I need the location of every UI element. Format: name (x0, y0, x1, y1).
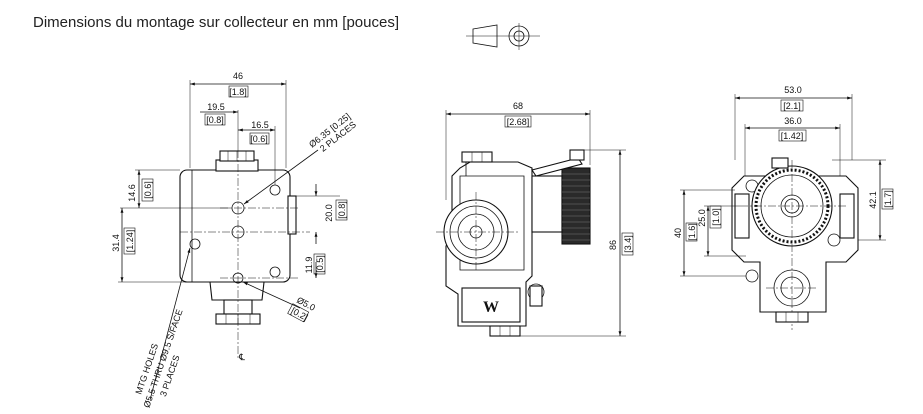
svg-text:[1.0]: [1.0] (711, 208, 721, 226)
svg-text:[1.24]: [1.24] (125, 230, 135, 253)
side-view-body (179, 169, 291, 283)
front-view-knob (561, 167, 591, 245)
dim-11-9: 11.9 (304, 257, 314, 274)
end-view: 53.0 [2.1] 36.0 [1.42] (673, 85, 894, 330)
svg-text:[1.6]: [1.6] (687, 223, 697, 241)
svg-text:[0.5]: [0.5] (315, 255, 325, 273)
brand-logo: W (483, 299, 499, 316)
dim-68: 68 (513, 101, 523, 111)
centerline-mark: ℄ (238, 352, 245, 362)
front-view-lever (531, 157, 583, 177)
dim-46: 46 (233, 71, 243, 81)
side-view: 46 [1.8] 19.5 [0.8] 16.5 [0.6] Ø6.35 [0.… (111, 71, 358, 409)
dim-31-4: 31.4 (111, 234, 121, 252)
page-title: Dimensions du montage sur collecteur en … (33, 14, 400, 31)
svg-text:[1.8]: [1.8] (229, 87, 247, 97)
dim-40: 40 (673, 228, 683, 238)
side-view-side-boss (287, 195, 297, 235)
side-view-mtg-hole-1 (189, 238, 201, 250)
dim-19-5: 19.5 (207, 102, 225, 112)
svg-text:[0.6]: [0.6] (143, 181, 153, 199)
svg-text:[2.68]: [2.68] (507, 117, 530, 127)
front-view-lower-plate (461, 287, 521, 323)
front-view-actuator-stem (531, 175, 563, 233)
dim-86: 86 (608, 240, 618, 250)
svg-text:[1.42]: [1.42] (781, 131, 804, 141)
svg-text:[2.1]: [2.1] (783, 101, 801, 111)
svg-text:[0.8]: [0.8] (206, 115, 224, 125)
dim-36-0: 36.0 (784, 116, 802, 126)
svg-text:[3.4]: [3.4] (623, 235, 633, 253)
side-view-top-cap (215, 159, 259, 172)
dim-16-5: 16.5 (251, 120, 269, 130)
dim-53-0: 53.0 (784, 85, 802, 95)
svg-text:[0.6]: [0.6] (250, 134, 268, 144)
dim-25-0: 25.0 (697, 209, 707, 227)
svg-text:[0.8]: [0.8] (337, 201, 347, 219)
front-view-top-nut (461, 151, 493, 163)
side-view-mtg-hole-3 (269, 266, 281, 278)
svg-text:[1.7]: [1.7] (883, 190, 893, 208)
front-view-bottom-nut (489, 325, 521, 337)
dim-20-0: 20.0 (324, 204, 334, 222)
dim-42-1: 42.1 (868, 191, 878, 209)
front-view: 68 [2.68] W (436, 101, 634, 337)
third-angle-projection-icon (466, 23, 540, 50)
side-view-lower-boss (209, 281, 265, 301)
dim-14-6: 14.6 (127, 184, 137, 202)
